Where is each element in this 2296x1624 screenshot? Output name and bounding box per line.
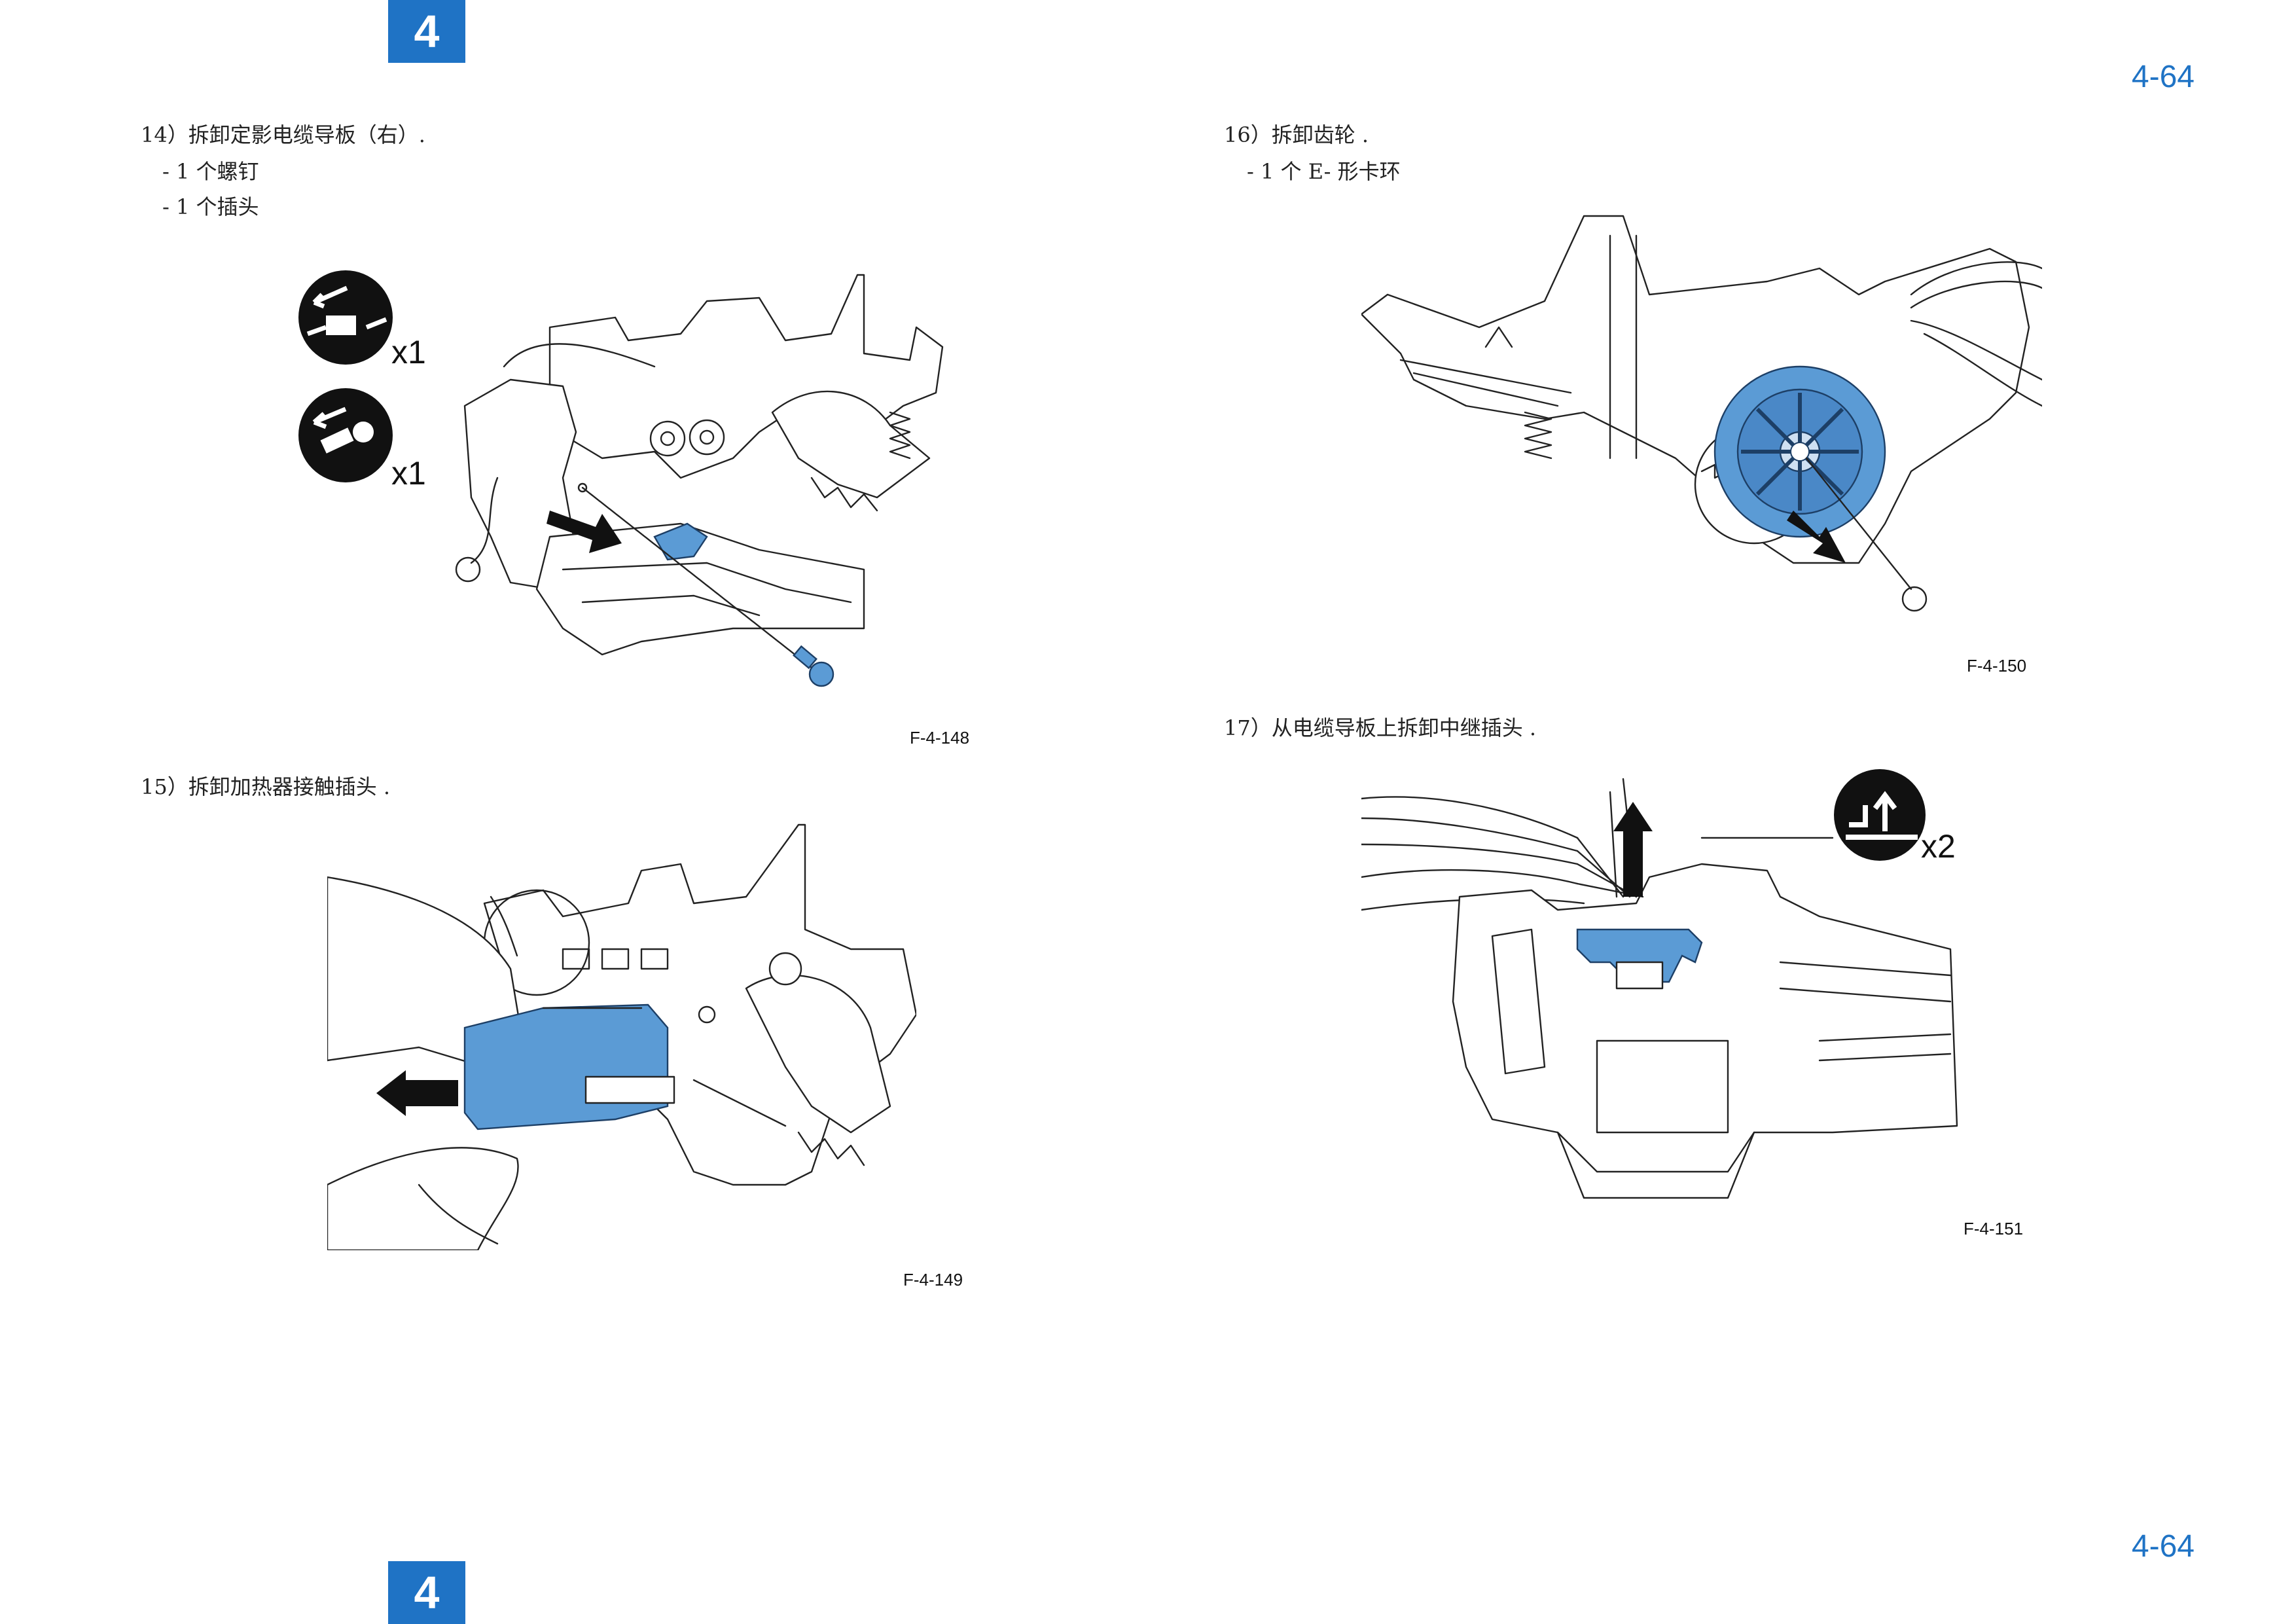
figure-f-4-151-illustration: x2 xyxy=(1361,769,1958,1199)
step-16-title: 16）拆卸齿轮 . xyxy=(1224,122,1369,147)
screw-icon xyxy=(298,388,393,482)
page-number: 4-64 xyxy=(2131,60,2195,94)
badge-count: x1 xyxy=(391,455,426,492)
step-14-item-screw: - 1 个螺钉 xyxy=(162,159,259,184)
step-16-item-e-ring: - 1 个 E- 形卡环 xyxy=(1247,159,1401,184)
chapter-tab: 4 xyxy=(388,0,465,63)
step-14-title: 14）拆卸定影电缆导板（右）. xyxy=(141,122,425,147)
figure-f-4-148-illustration: x1 x1 xyxy=(298,270,944,687)
claw-release-icon xyxy=(1834,769,1926,861)
figure-label: F-4-149 xyxy=(903,1270,963,1290)
figure-label: F-4-148 xyxy=(910,728,970,748)
figure-f-4-150-illustration xyxy=(1361,215,2042,612)
badge-count: x1 xyxy=(391,334,426,370)
connector-icon xyxy=(298,270,393,365)
chapter-tab-footer: 4 xyxy=(388,1561,465,1624)
figure-label: F-4-150 xyxy=(1967,656,2027,676)
figure-f-4-149-illustration xyxy=(327,823,916,1250)
page-number-footer: 4-64 xyxy=(2131,1529,2195,1564)
step-17-title: 17）从电缆导板上拆卸中继插头 . xyxy=(1224,715,1537,740)
step-15-title: 15）拆卸加热器接触插头 . xyxy=(141,774,391,799)
step-14-item-connector: - 1 个插头 xyxy=(162,194,259,219)
badge-count: x2 xyxy=(1921,828,1956,865)
figure-label: F-4-151 xyxy=(1964,1219,2024,1238)
